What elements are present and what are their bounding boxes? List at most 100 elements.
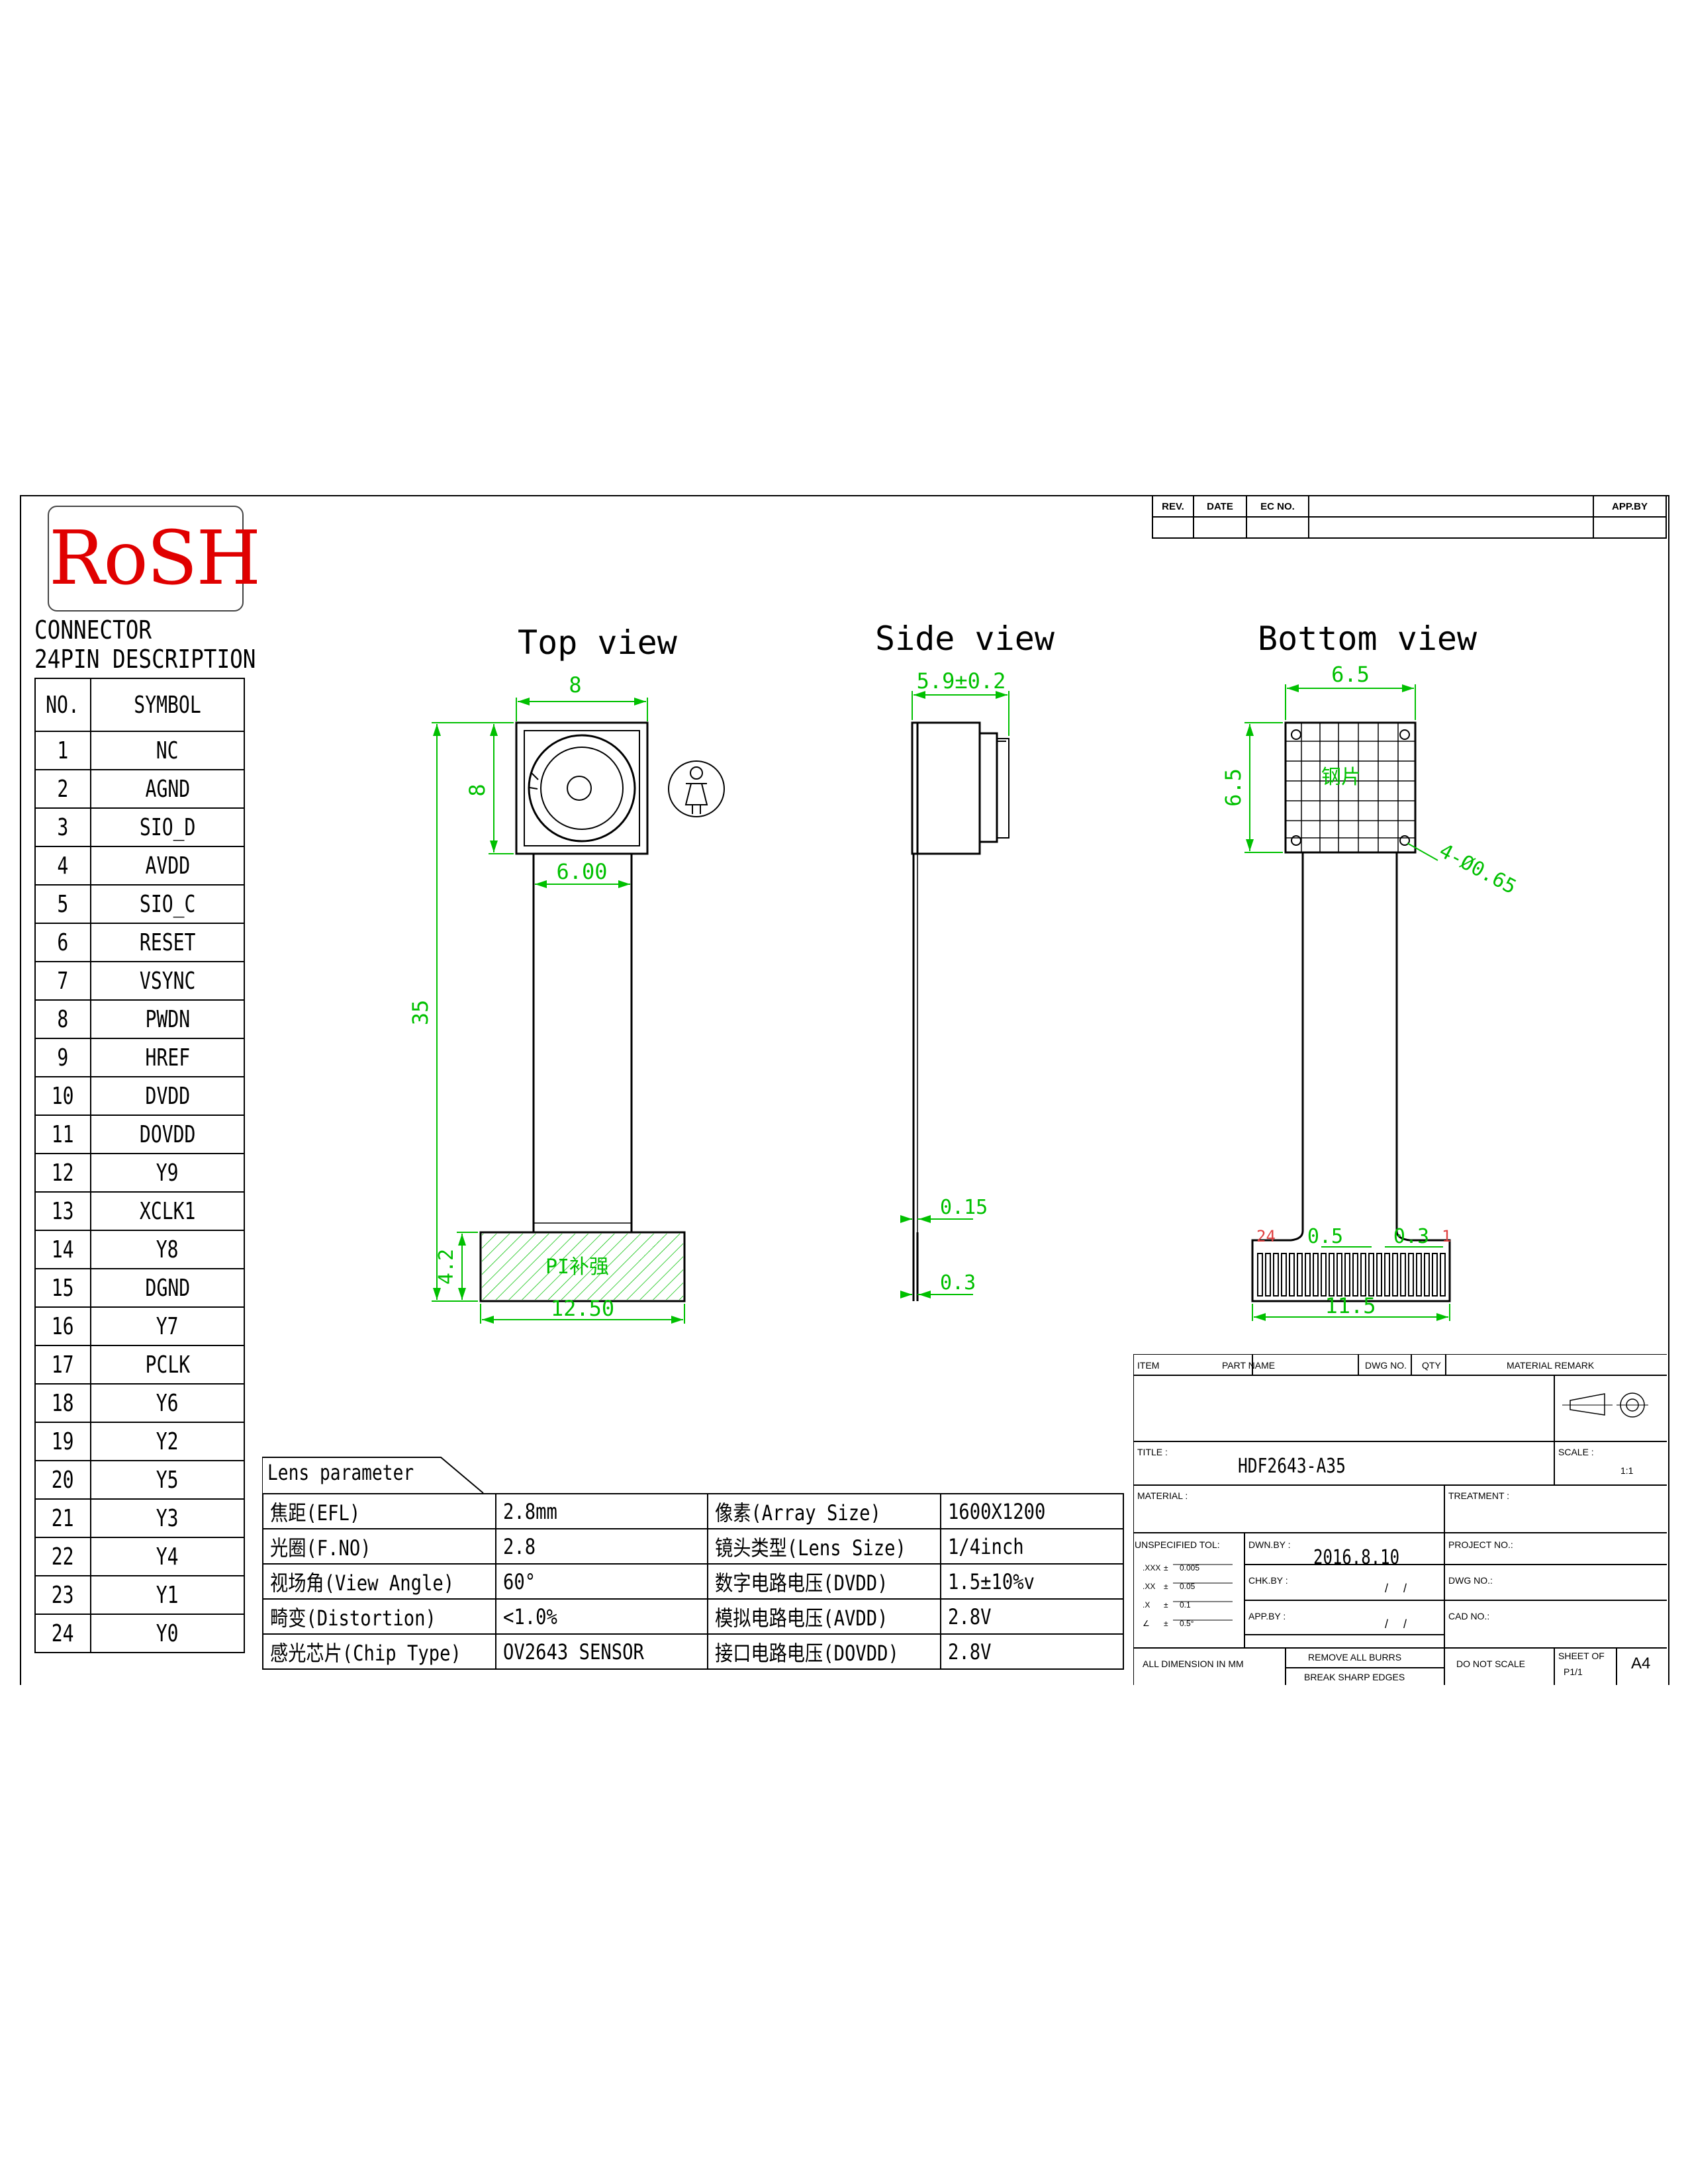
gold-finger-pad: [1400, 1253, 1406, 1297]
connector-title-line1: CONNECTOR: [34, 615, 152, 645]
gold-finger-pad: [1321, 1253, 1327, 1297]
lens-param-value: 2.8mm: [494, 1493, 708, 1529]
pin-symbol: Y7: [90, 1306, 245, 1346]
lens-param-label: 畸变(Distortion): [262, 1598, 496, 1635]
tb-break-edges: BREAK SHARP EDGES: [1304, 1672, 1405, 1682]
gold-finger-pad: [1257, 1253, 1263, 1297]
gold-finger-pad: [1384, 1253, 1390, 1297]
mount-hole: [1399, 729, 1410, 740]
connector-title-line2: 24PIN DESCRIPTION: [34, 645, 256, 674]
pin-last-label: 1: [1442, 1227, 1451, 1246]
company-logo: RoSH: [48, 506, 261, 612]
tb-material-remark-label: MATERIAL REMARK: [1507, 1360, 1595, 1371]
tb-paper-size: A4: [1631, 1655, 1651, 1672]
gold-finger-pad: [1265, 1253, 1271, 1297]
dim-side-end: 0.3: [940, 1271, 976, 1295]
bottom-view-title: Bottom view: [1258, 619, 1477, 658]
rev-desc-header: [1308, 495, 1594, 518]
lens-param-value: 1600X1200: [939, 1493, 1125, 1529]
side-view-lens: [978, 732, 998, 843]
dim-bottom-connector-w: 11.5: [1325, 1293, 1376, 1318]
pin-symbol: HREF: [90, 1038, 245, 1077]
tb-dwn-label: DWN.BY :: [1248, 1539, 1291, 1550]
dim-bottom-holes: 4-Ø0.65: [1435, 839, 1520, 899]
tb-treatment-label: TREATMENT :: [1448, 1490, 1510, 1501]
lens-param-value: 2.8V: [939, 1598, 1125, 1635]
pin-no: 2: [34, 769, 91, 809]
bottom-view-drawing: [1251, 721, 1451, 1302]
lens-row: 畸变(Distortion)<1.0%模拟电路电压(AVDD)2.8V: [262, 1598, 1125, 1635]
tol-cell: ±: [1164, 1600, 1168, 1610]
pin-no: 23: [34, 1575, 91, 1615]
top-view-title: Top view: [518, 623, 677, 662]
tol-cell: .XX: [1143, 1582, 1156, 1591]
pin-symbol: Y9: [90, 1153, 245, 1193]
revision-table: REV. DATE EC NO. APP.BY: [1152, 495, 1667, 539]
tol-cell: ±: [1164, 1619, 1168, 1628]
dim-bottom-pitch: 0.5: [1307, 1225, 1343, 1248]
pin-symbol: DOVDD: [90, 1115, 245, 1154]
top-view-lens-outer: [528, 734, 636, 842]
gold-finger-pad: [1416, 1253, 1422, 1297]
top-view-drawing: [479, 721, 725, 1302]
mount-hole: [1399, 835, 1410, 846]
pin-symbol: NC: [90, 731, 245, 770]
pin-no: 13: [34, 1191, 91, 1231]
pin-symbol: PCLK: [90, 1345, 245, 1385]
lens-param-value: 2.8: [494, 1528, 708, 1565]
pin-symbol: Y5: [90, 1460, 245, 1500]
pin-symbol: Y4: [90, 1537, 245, 1576]
pin-no: 4: [34, 846, 91, 886]
gold-finger-pad: [1408, 1253, 1414, 1297]
pin-no: 5: [34, 884, 91, 924]
bottom-view-dimensions: [1244, 684, 1450, 1321]
lens-param-label: 视场角(View Angle): [262, 1563, 496, 1600]
pin-no: 7: [34, 961, 91, 1001]
lens-param-label: 镜头类型(Lens Size): [706, 1528, 941, 1565]
pin-symbol: Y1: [90, 1575, 245, 1615]
tb-cad-label: CAD NO.:: [1448, 1611, 1490, 1621]
pin-first-label: 24: [1256, 1227, 1276, 1246]
pin-no: 15: [34, 1268, 91, 1308]
gold-finger-pad: [1336, 1253, 1342, 1297]
dim-top-width: 8: [569, 672, 581, 698]
tb-project-label: PROJECT NO.:: [1448, 1539, 1513, 1550]
lens-param-value: 1.5±10%v: [939, 1563, 1125, 1600]
tb-dwg-no-label: DWG NO.: [1365, 1360, 1407, 1371]
connector-title: CONNECTOR 24PIN DESCRIPTION: [34, 615, 256, 674]
lens-param-value: OV2643 SENSOR: [494, 1633, 708, 1670]
tb-chk-label: CHK.BY :: [1248, 1575, 1288, 1586]
gold-finger-pad: [1424, 1253, 1430, 1297]
gold-finger-pad: [1329, 1253, 1335, 1297]
tol-cell: .X: [1143, 1600, 1150, 1610]
tb-remove-burrs: REMOVE ALL BURRS: [1308, 1652, 1402, 1662]
gold-finger-pad: [1352, 1253, 1358, 1297]
bottom-view-grid: [1286, 723, 1415, 852]
pin-no: 12: [34, 1153, 91, 1193]
pin-no: 24: [34, 1614, 91, 1653]
pin-symbol: AVDD: [90, 846, 245, 886]
top-view-stiffener: [479, 1231, 686, 1302]
tb-scale-label: SCALE :: [1558, 1447, 1594, 1457]
drawing-sheet-frame: [20, 495, 1669, 1685]
lens-param-label: 焦距(EFL): [262, 1493, 496, 1529]
lens-param-label: 感光芯片(Chip Type): [262, 1633, 496, 1670]
dim-top-stiffener-w: 12.50: [551, 1296, 614, 1321]
pin-symbol: Y0: [90, 1614, 245, 1653]
gold-finger-pad: [1305, 1253, 1311, 1297]
pin-symbol: VSYNC: [90, 961, 245, 1001]
